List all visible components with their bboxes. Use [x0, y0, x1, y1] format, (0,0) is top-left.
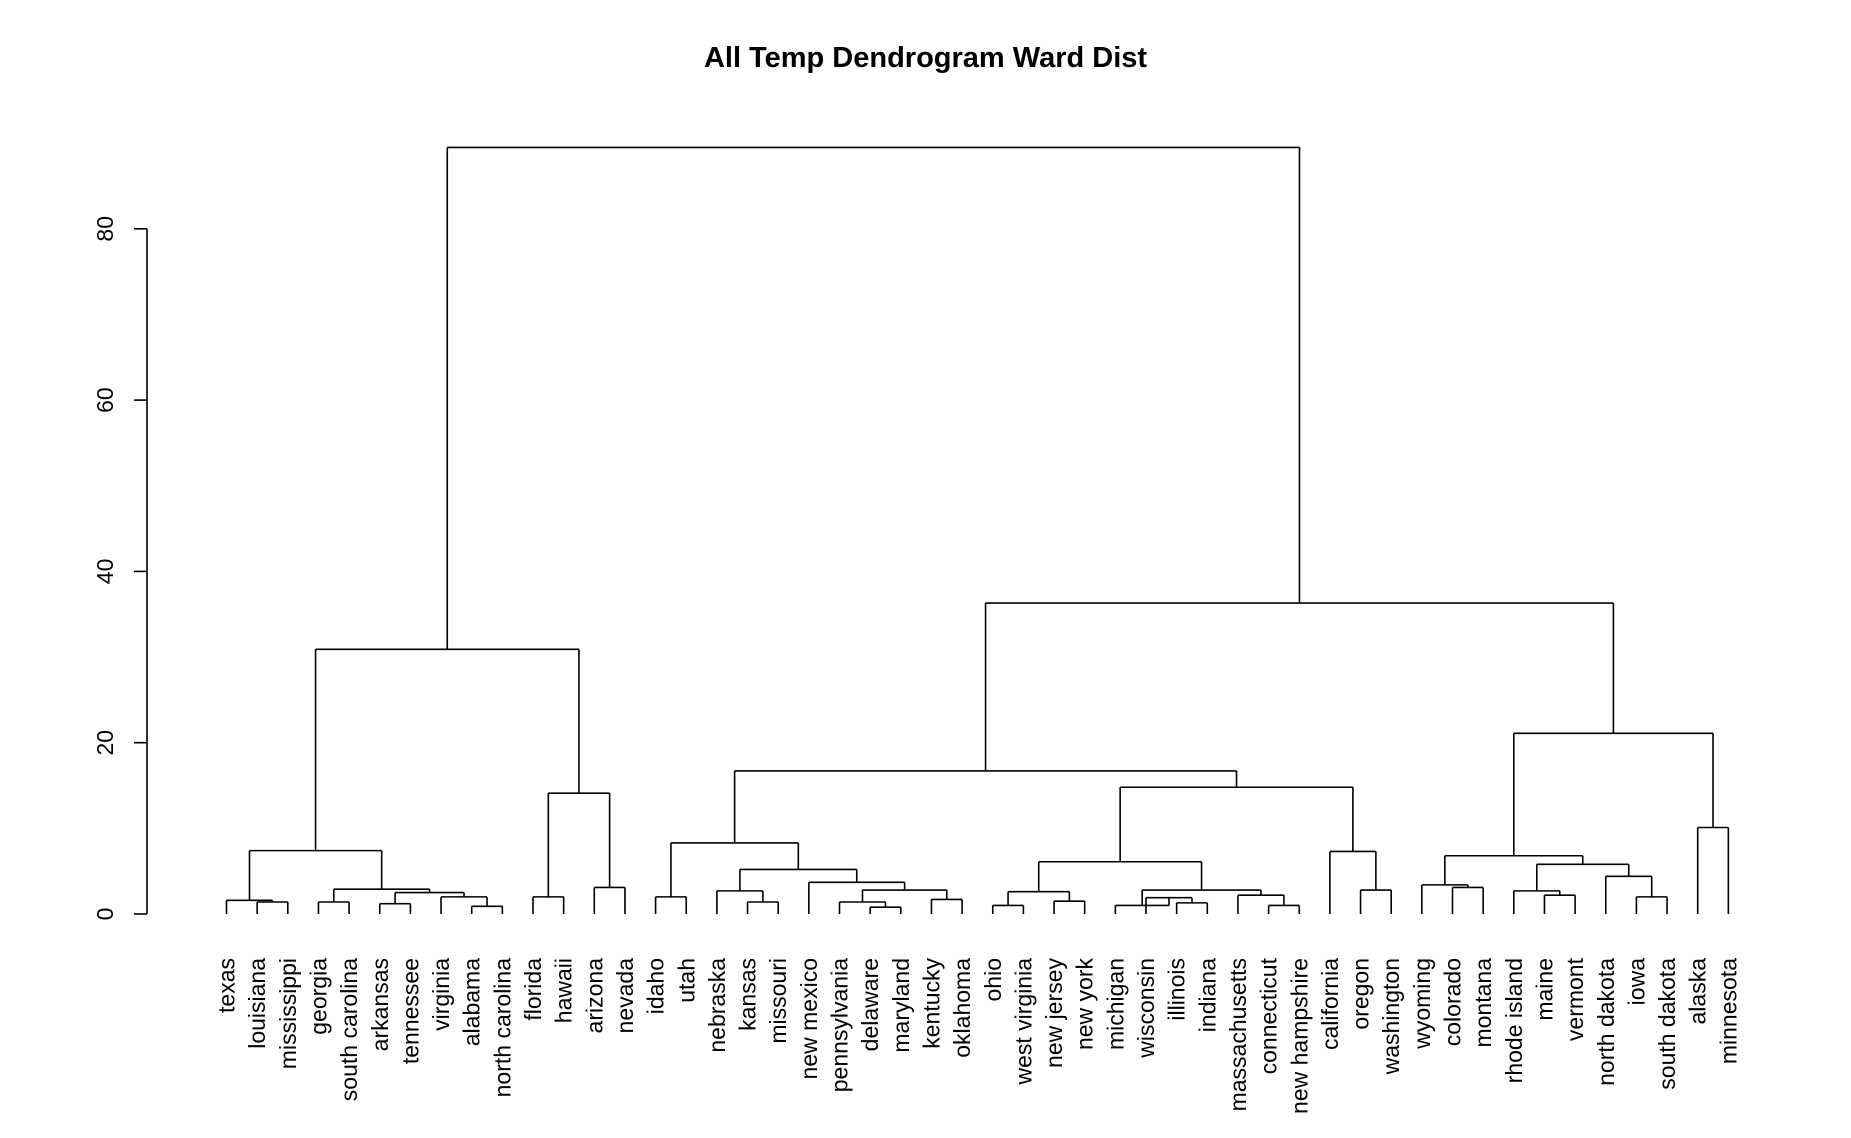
leaf-label: illinois	[1164, 958, 1190, 1021]
y-axis: 0 20 40 60 80	[92, 216, 148, 921]
leaf-label: oklahoma	[949, 958, 975, 1058]
leaf-label: tennessee	[397, 958, 423, 1064]
leaf-label: new hampshire	[1286, 958, 1312, 1114]
leaf-label: montana	[1470, 958, 1496, 1048]
leaf-label: oregon	[1348, 958, 1374, 1030]
leaf-label: kansas	[735, 958, 761, 1031]
y-tick-label: 40	[92, 559, 118, 585]
leaf-label: california	[1317, 958, 1343, 1050]
leaf-label: north dakota	[1593, 958, 1619, 1086]
leaf-label: vermont	[1562, 957, 1588, 1041]
leaf-label: nevada	[612, 958, 638, 1034]
leaf-label: pennsylvania	[827, 958, 853, 1092]
leaf-label: utah	[673, 958, 699, 1003]
leaf-label: west virginia	[1010, 958, 1036, 1086]
leaf-label: virginia	[428, 958, 454, 1031]
leaf-label: minnesota	[1715, 958, 1741, 1064]
leaf-label: massachusetts	[1225, 958, 1251, 1111]
leaf-label: indiana	[1194, 958, 1220, 1032]
leaf-label: new jersey	[1041, 958, 1067, 1068]
leaf-label: nebraska	[704, 958, 730, 1053]
chart-title: All Temp Dendrogram Ward Dist	[703, 42, 1148, 74]
leaf-label: iowa	[1623, 958, 1649, 1006]
leaf-label: south carolina	[336, 958, 362, 1101]
leaf-label: ohio	[980, 958, 1006, 1001]
leaf-label: texas	[214, 958, 240, 1013]
leaf-label: louisiana	[244, 958, 270, 1049]
leaf-label: north carolina	[489, 958, 515, 1098]
leaf-label: wisconsin	[1133, 958, 1159, 1059]
y-tick-label: 80	[92, 216, 118, 242]
leaf-label: hawaii	[551, 958, 577, 1023]
leaf-label: missouri	[765, 958, 791, 1044]
leaf-label: connecticut	[1256, 957, 1282, 1074]
y-tick-label: 20	[92, 730, 118, 756]
leaf-label: wyoming	[1409, 958, 1435, 1050]
leaf-label: florida	[520, 958, 546, 1021]
y-tick-label: 60	[92, 387, 118, 413]
leaf-label: idaho	[643, 958, 669, 1014]
y-tick-label: 0	[92, 908, 118, 921]
leaf-label: michigan	[1102, 958, 1128, 1050]
leaf-label: alabama	[459, 958, 485, 1046]
leaf-label: arkansas	[367, 958, 393, 1051]
leaf-label: south dakota	[1654, 958, 1680, 1090]
leaf-label: alaska	[1685, 958, 1711, 1025]
leaf-label: delaware	[857, 958, 883, 1051]
leaf-label: kentucky	[918, 958, 944, 1049]
leaf-label: new mexico	[796, 958, 822, 1079]
leaf-label: maryland	[888, 958, 914, 1053]
leaf-label: new york	[1072, 958, 1098, 1051]
leaf-label: arizona	[581, 958, 607, 1034]
leaf-label: georgia	[305, 958, 331, 1035]
leaf-label: mississippi	[275, 958, 301, 1069]
leaf-label: washington	[1378, 958, 1404, 1075]
dendrogram-tree	[225, 146, 1730, 914]
leaf-label: rhode island	[1501, 958, 1527, 1083]
leaf-label: maine	[1531, 958, 1557, 1021]
leaf-label: colorado	[1440, 958, 1466, 1046]
